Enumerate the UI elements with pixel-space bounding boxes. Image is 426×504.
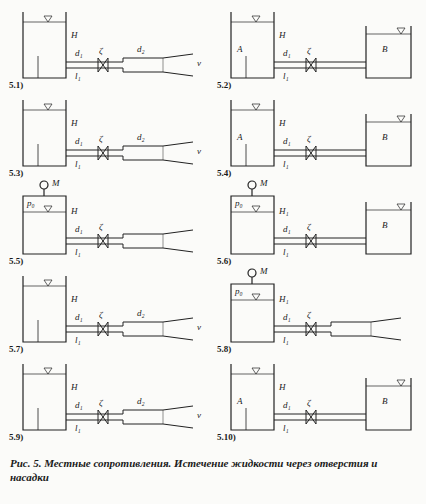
part-label: H (278, 382, 287, 392)
panel-number: 5.8) (216, 344, 232, 354)
part-label: d₁ (74, 48, 84, 58)
part-label: B (381, 132, 389, 142)
part-label: p₀ (26, 198, 36, 208)
panel-number: 5.4) (216, 168, 232, 178)
part-label: ζ (306, 222, 312, 232)
part-label: H (278, 30, 287, 40)
part-label: M (259, 266, 269, 276)
part-label: ζ (306, 46, 312, 56)
part-label: l₁ (74, 247, 82, 257)
part-label: l₁ (74, 159, 82, 169)
panel-number: 5.7) (8, 344, 24, 354)
part-label: d₂ (136, 396, 146, 406)
part-label: l₁ (282, 159, 290, 169)
part-label: d₁ (74, 136, 84, 146)
part-label: M (51, 178, 61, 188)
figure-caption: Рис. 5. Местные сопротивления. Истечение… (10, 456, 416, 484)
part-label: l₁ (74, 71, 82, 81)
part-label: H₁ (278, 294, 290, 304)
scheme-3 (23, 100, 193, 166)
panel-number: 5.9) (8, 432, 24, 442)
part-label: d₁ (282, 224, 292, 234)
scheme-5 (23, 181, 193, 254)
part-label: l₁ (74, 335, 82, 345)
part-label: H (70, 294, 79, 304)
panel-number: 5.5) (8, 256, 24, 266)
panel-number: 5.6) (216, 256, 232, 266)
scheme-10 (231, 364, 411, 430)
part-label: ζ (306, 398, 312, 408)
part-label: d₂ (136, 308, 146, 318)
panel-number: 5.10) (216, 432, 237, 442)
part-label: A (236, 132, 244, 142)
scheme-2 (231, 12, 411, 78)
part-label: v (196, 410, 202, 420)
part-label: ζ (306, 134, 312, 144)
part-label: ζ (98, 134, 104, 144)
panel-number: 5.3) (8, 168, 24, 178)
part-label: d₁ (74, 224, 84, 234)
part-label: ζ (306, 310, 312, 320)
part-label: M (259, 178, 269, 188)
part-label: d₁ (282, 400, 292, 410)
part-label: d₂ (136, 132, 146, 142)
part-label: p₀ (234, 198, 244, 208)
panel-number: 5.2) (216, 80, 232, 90)
part-label: v (196, 322, 202, 332)
part-label: H₁ (278, 206, 290, 216)
scheme-7 (23, 276, 193, 342)
part-label: d₂ (136, 44, 146, 54)
part-label: d₁ (282, 48, 292, 58)
part-label: B (381, 220, 389, 230)
scheme-6 (231, 181, 411, 254)
part-label: l₁ (282, 247, 290, 257)
part-label: v (196, 58, 202, 68)
part-label: d₁ (282, 312, 292, 322)
scheme-8 (231, 269, 401, 342)
panel-number: 5.1) (8, 80, 24, 90)
part-label: d₁ (282, 136, 292, 146)
part-label: B (381, 396, 389, 406)
part-label: d₁ (74, 312, 84, 322)
part-label: A (236, 396, 244, 406)
part-label: H (70, 382, 79, 392)
scheme-9 (23, 364, 193, 430)
part-label: H (70, 118, 79, 128)
part-label: d₁ (74, 400, 84, 410)
part-label: H (70, 30, 79, 40)
part-label: B (381, 44, 389, 54)
part-label: H (278, 118, 287, 128)
scheme-1 (23, 12, 193, 78)
part-label: A (236, 44, 244, 54)
part-label: ζ (98, 222, 104, 232)
part-label: ζ (98, 46, 104, 56)
part-label: ζ (98, 310, 104, 320)
part-label: l₁ (282, 71, 290, 81)
part-label: l₁ (74, 423, 82, 433)
part-label: l₁ (282, 423, 290, 433)
scheme-4 (231, 100, 411, 166)
part-label: H (70, 206, 79, 216)
part-label: v (196, 146, 202, 156)
part-label: ζ (98, 398, 104, 408)
part-label: p₀ (234, 286, 244, 296)
part-label: l₁ (282, 335, 290, 345)
